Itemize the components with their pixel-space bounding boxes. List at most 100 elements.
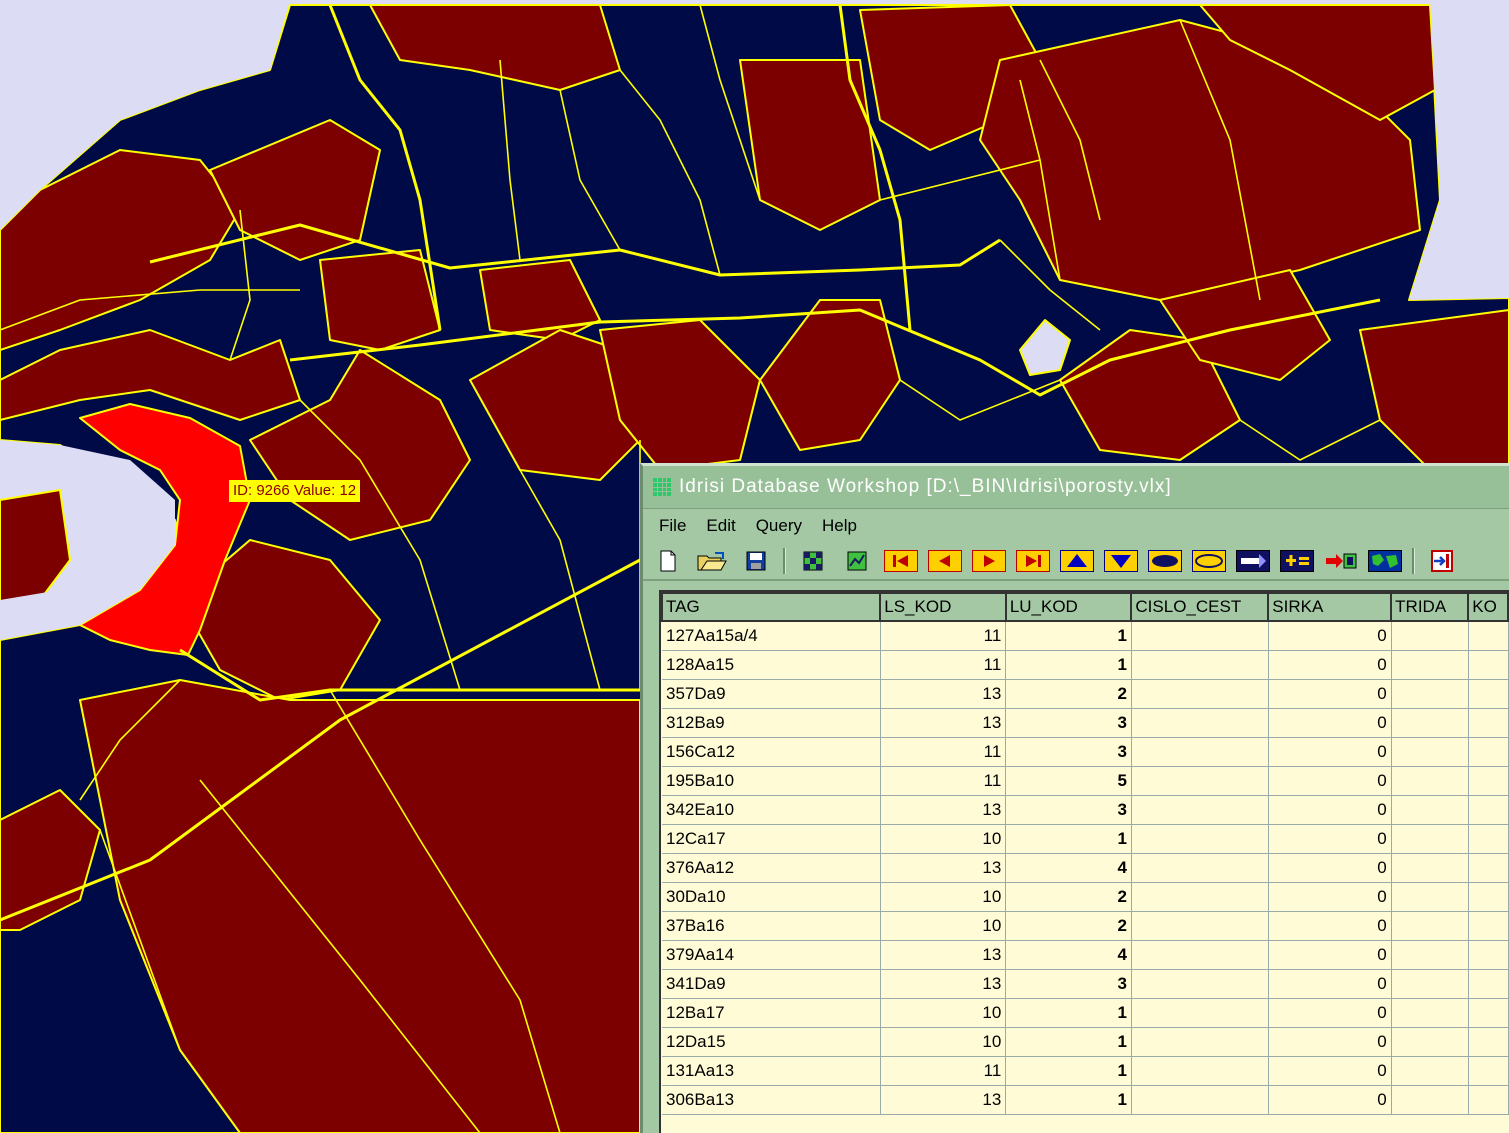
table-cell[interactable] (1468, 911, 1509, 941)
table-cell[interactable] (1131, 1056, 1269, 1086)
query-clear-icon[interactable] (1192, 550, 1226, 572)
table-cell[interactable] (1468, 853, 1509, 883)
table-cell[interactable]: 10 (880, 882, 1007, 912)
table-cell[interactable] (1131, 795, 1269, 825)
column-header-ko[interactable]: KO (1467, 592, 1509, 622)
table-cell[interactable] (1468, 1027, 1509, 1057)
table-cell[interactable] (1131, 737, 1269, 767)
table-cell[interactable]: 127Aa15a/4 (662, 621, 881, 651)
table-cell[interactable] (1131, 1085, 1269, 1115)
table-cell[interactable] (1391, 679, 1469, 709)
table-cell[interactable] (1131, 766, 1269, 796)
table-cell[interactable] (1468, 1085, 1509, 1115)
menu-query[interactable]: Query (755, 516, 802, 535)
selected-parcel[interactable] (79, 403, 251, 656)
table-cell[interactable] (1468, 679, 1509, 709)
table-cell[interactable]: 1 (1005, 650, 1132, 680)
table-cell[interactable]: 13 (880, 969, 1007, 999)
table-cell[interactable] (1391, 1027, 1469, 1057)
table-cell[interactable]: 0 (1268, 1027, 1392, 1057)
table-cell[interactable]: 37Ba16 (662, 911, 881, 941)
table-cell[interactable]: 0 (1268, 940, 1392, 970)
table-cell[interactable]: 0 (1268, 737, 1392, 767)
table-cell[interactable]: 156Ca12 (662, 737, 881, 767)
export-icon[interactable] (1324, 550, 1358, 572)
table-cell[interactable]: 13 (880, 795, 1007, 825)
database-workshop-window[interactable]: Idrisi Database Workshop [D:\_BIN\Idrisi… (640, 463, 1509, 1133)
table-cell[interactable] (1391, 766, 1469, 796)
table-cell[interactable]: 12Ca17 (662, 824, 881, 854)
table-cell[interactable]: 13 (880, 1085, 1007, 1115)
menu-help[interactable]: Help (822, 516, 857, 535)
open-icon[interactable] (695, 550, 729, 572)
exit-icon[interactable] (1425, 550, 1459, 572)
table-cell[interactable]: 0 (1268, 650, 1392, 680)
table-cell[interactable] (1391, 940, 1469, 970)
table-cell[interactable]: 12Da15 (662, 1027, 881, 1057)
first-record-icon[interactable] (884, 550, 918, 572)
table-cell[interactable]: 0 (1268, 795, 1392, 825)
table-cell[interactable] (1468, 882, 1509, 912)
table-cell[interactable] (1131, 650, 1269, 680)
table-cell[interactable]: 0 (1268, 766, 1392, 796)
table-cell[interactable]: 3 (1005, 795, 1132, 825)
table-cell[interactable]: 10 (880, 911, 1007, 941)
link-icon[interactable] (1236, 550, 1270, 572)
table-cell[interactable] (1391, 650, 1469, 680)
table-cell[interactable]: 379Aa14 (662, 940, 881, 970)
table-cell[interactable]: 4 (1005, 853, 1132, 883)
table-cell[interactable] (1131, 969, 1269, 999)
table-cell[interactable] (1468, 969, 1509, 999)
table-cell[interactable]: 5 (1005, 766, 1132, 796)
table-cell[interactable] (1468, 795, 1509, 825)
table-cell[interactable] (1131, 708, 1269, 738)
query-icon[interactable] (1148, 550, 1182, 572)
table-cell[interactable]: 1 (1005, 998, 1132, 1028)
next-record-icon[interactable] (972, 550, 1006, 572)
filter-icon[interactable] (796, 550, 830, 572)
table-cell[interactable] (1131, 679, 1269, 709)
table-cell[interactable]: 13 (880, 708, 1007, 738)
calculate-icon[interactable] (1280, 550, 1314, 572)
table-cell[interactable]: 4 (1005, 940, 1132, 970)
table-cell[interactable] (1391, 824, 1469, 854)
column-header-cislo_cest[interactable]: CISLO_CEST (1130, 592, 1270, 622)
table-cell[interactable]: 312Ba9 (662, 708, 881, 738)
table-cell[interactable]: 12Ba17 (662, 998, 881, 1028)
table-cell[interactable]: 1 (1005, 1056, 1132, 1086)
table-cell[interactable] (1468, 940, 1509, 970)
table-cell[interactable]: 11 (880, 1056, 1007, 1086)
table-cell[interactable]: 10 (880, 1027, 1007, 1057)
table-cell[interactable] (1391, 737, 1469, 767)
table-cell[interactable] (1391, 911, 1469, 941)
table-cell[interactable] (1391, 969, 1469, 999)
table-cell[interactable]: 0 (1268, 998, 1392, 1028)
table-cell[interactable]: 1 (1005, 1027, 1132, 1057)
table-cell[interactable]: 0 (1268, 621, 1392, 651)
table-cell[interactable]: 342Ea10 (662, 795, 881, 825)
title-bar[interactable]: Idrisi Database Workshop [D:\_BIN\Idrisi… (643, 466, 1509, 509)
table-cell[interactable] (1468, 737, 1509, 767)
previous-record-icon[interactable] (928, 550, 962, 572)
table-cell[interactable] (1468, 998, 1509, 1028)
menu-edit[interactable]: Edit (706, 516, 736, 535)
table-cell[interactable]: 11 (880, 737, 1007, 767)
last-record-icon[interactable] (1016, 550, 1050, 572)
table-cell[interactable]: 2 (1005, 679, 1132, 709)
table-cell[interactable] (1131, 853, 1269, 883)
table-cell[interactable]: 3 (1005, 737, 1132, 767)
table-cell[interactable] (1391, 708, 1469, 738)
